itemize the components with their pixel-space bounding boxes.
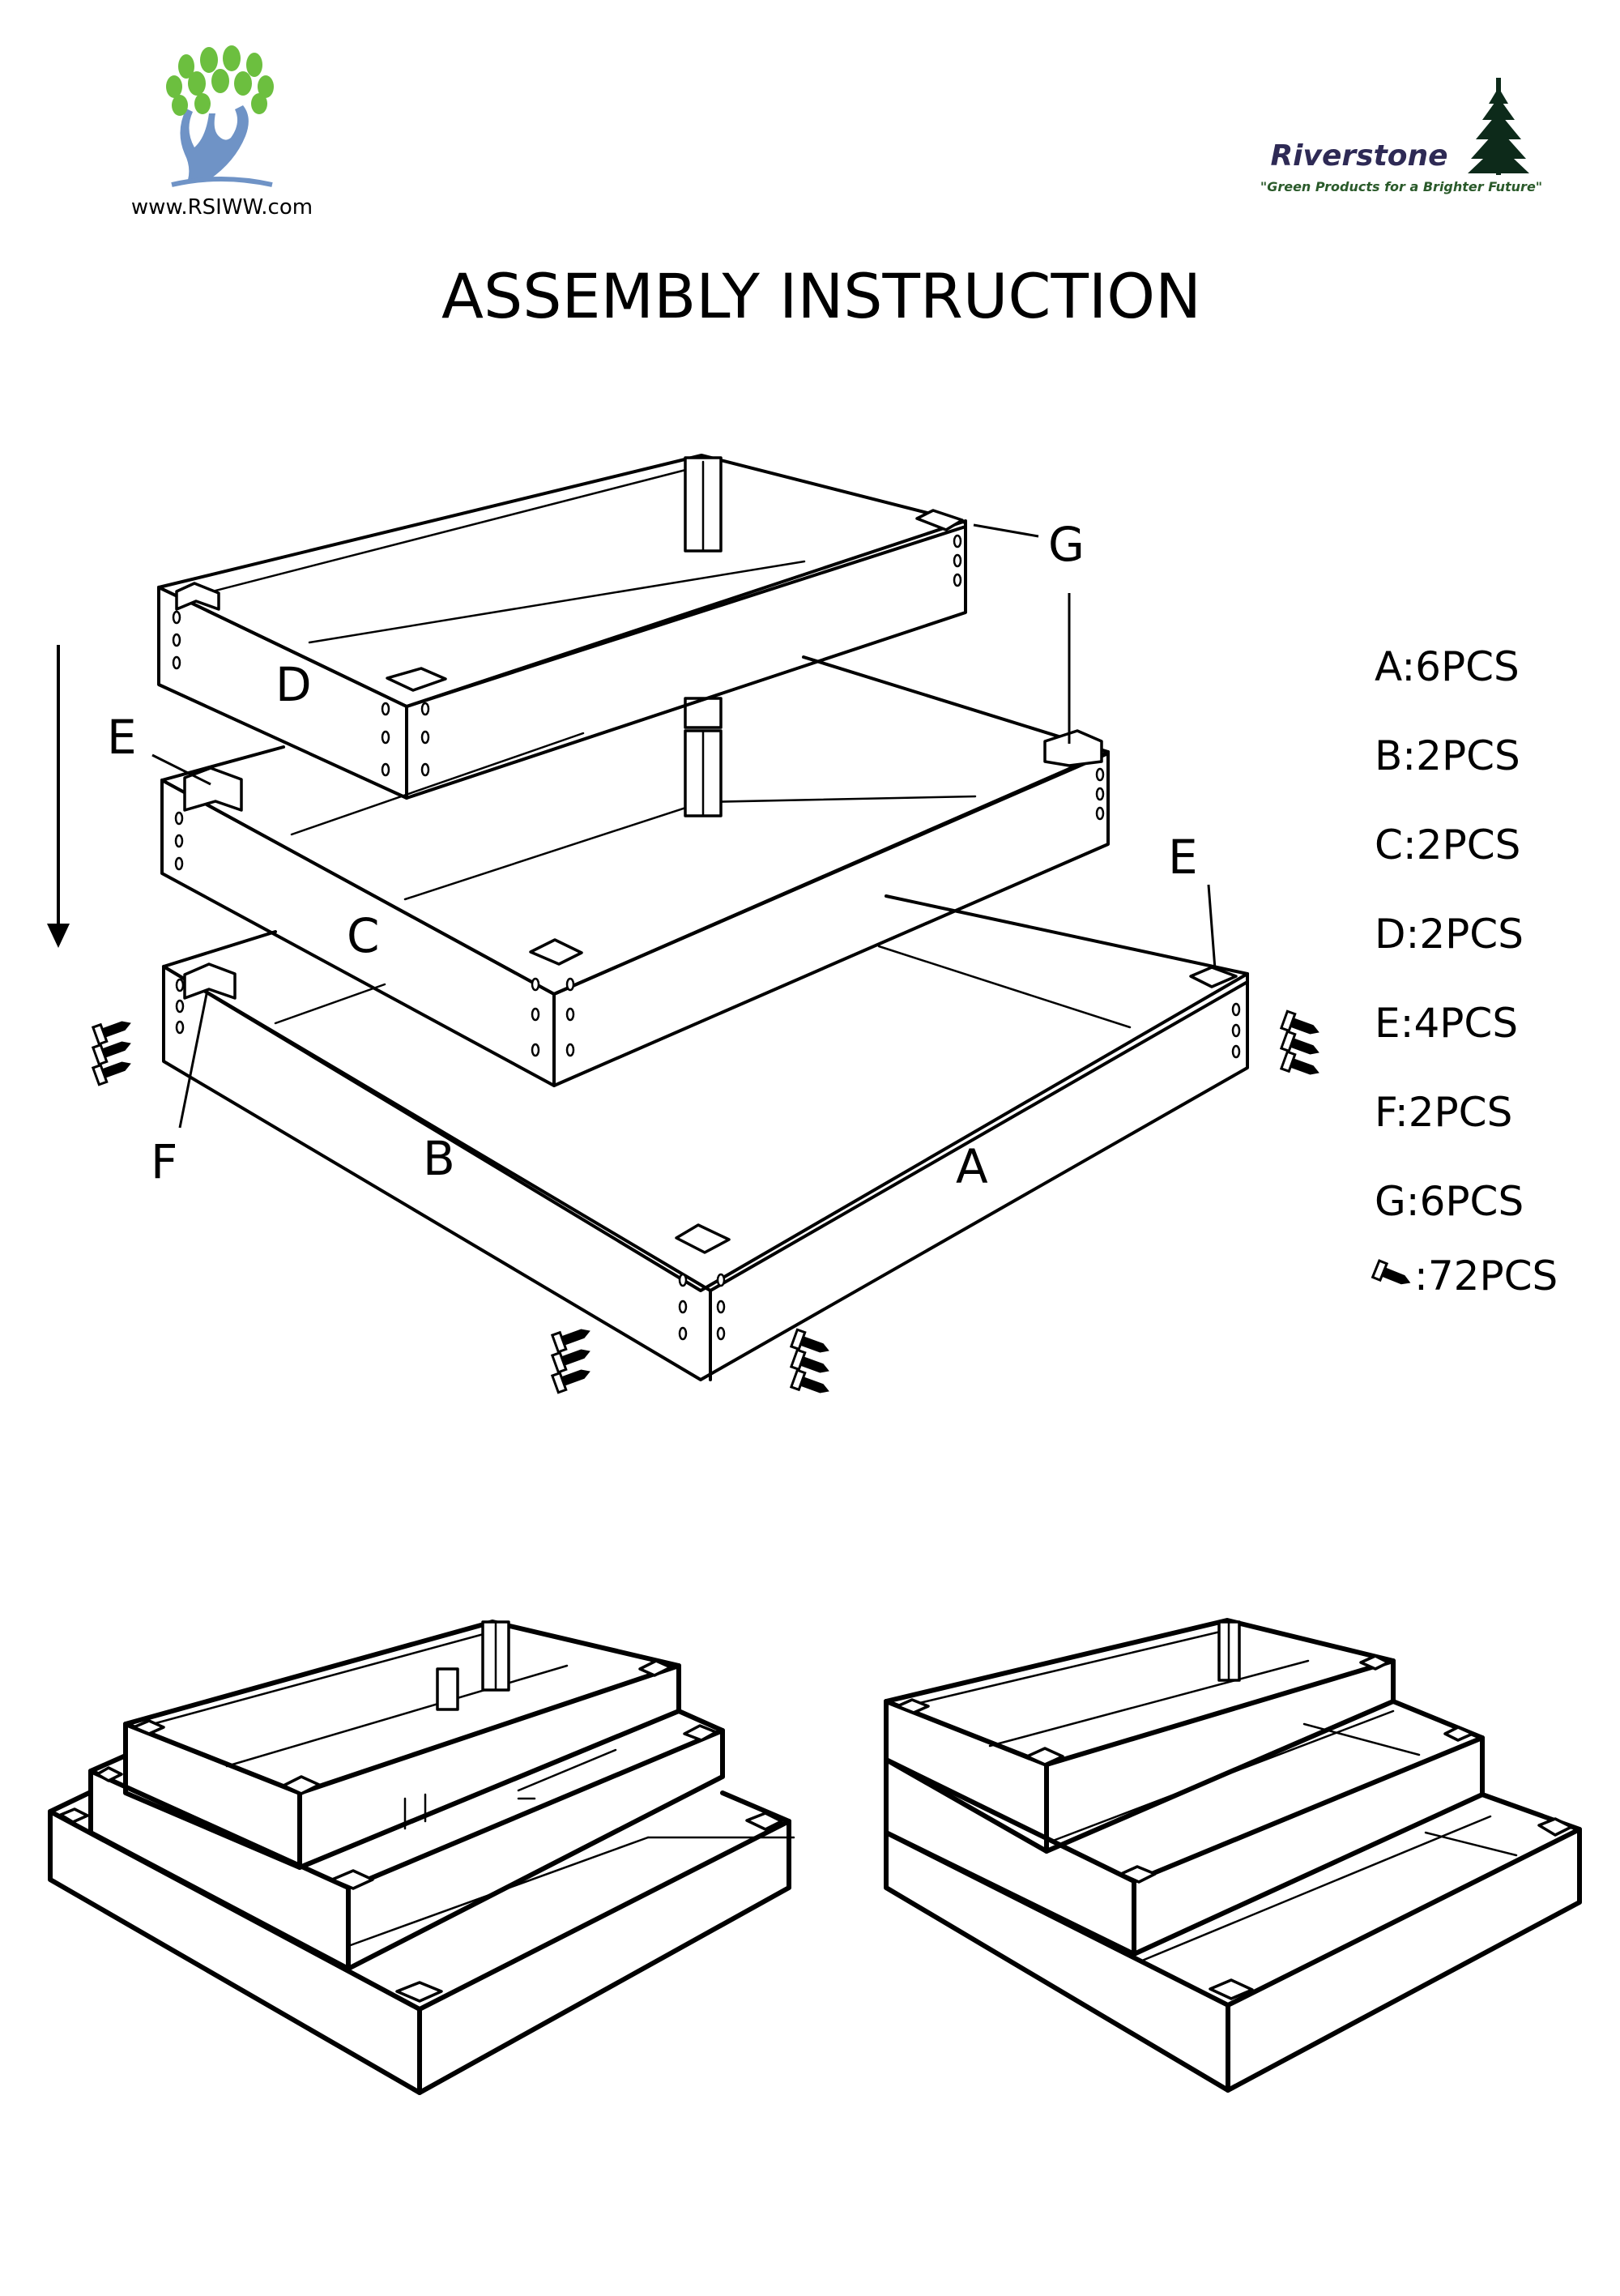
top-tier-screw-holes	[172, 534, 962, 777]
label-a: A	[956, 1139, 988, 1194]
leader-lines	[151, 523, 1217, 1129]
page-title: ASSEMBLY INSTRUCTION	[441, 260, 1201, 332]
screw-group-bottom-left	[551, 1321, 595, 1394]
top-tier-bed	[157, 454, 967, 800]
label-b: B	[423, 1131, 455, 1186]
middle-tier-screw-holes	[174, 767, 1105, 1057]
label-c: C	[347, 908, 380, 963]
parts-list-item: F:2PCS	[1375, 1089, 1512, 1136]
parts-list-item: C:2PCS	[1375, 822, 1520, 868]
label-g: G	[1048, 517, 1085, 572]
screw-group-bottom-right	[790, 1328, 834, 1402]
parts-list-item: B:2PCS	[1375, 732, 1520, 779]
brand-tagline: "Green Products for a Brighter Future"	[1260, 179, 1542, 194]
assembled-pyramid-bed	[48, 1620, 795, 2095]
label-f: F	[151, 1134, 177, 1189]
bottom-tier-screw-holes	[175, 978, 1241, 1341]
screw-group-left	[92, 1013, 136, 1086]
rsiww-logo	[166, 45, 274, 187]
assembled-stepped-bed	[884, 1618, 1582, 2093]
bottom-tier-bed	[162, 894, 1249, 1381]
parts-list-item: E:4PCS	[1375, 1000, 1518, 1047]
direction-arrow	[47, 645, 70, 948]
label-e-left: E	[107, 710, 137, 765]
label-d: D	[275, 657, 312, 712]
screw-icon	[1371, 1259, 1415, 1293]
parts-list-item: A:6PCS	[1375, 643, 1520, 690]
website-url[interactable]: www.RSIWW.com	[131, 195, 313, 220]
parts-list-item: D:2PCS	[1375, 911, 1524, 958]
screw-group-right	[1280, 1009, 1324, 1083]
parts-list-item: G:6PCS	[1375, 1178, 1524, 1225]
middle-tier-bed	[160, 655, 1110, 1087]
riverstone-tree-icon	[1468, 78, 1529, 175]
label-e-right: E	[1168, 830, 1198, 885]
parts-list-item: :72PCS	[1414, 1253, 1558, 1300]
parts-list: A:6PCS B:2PCS C:2PCS D:2PCS E:4PCS F:2PC…	[1371, 643, 1558, 1300]
brand-name: Riverstone	[1270, 139, 1447, 173]
